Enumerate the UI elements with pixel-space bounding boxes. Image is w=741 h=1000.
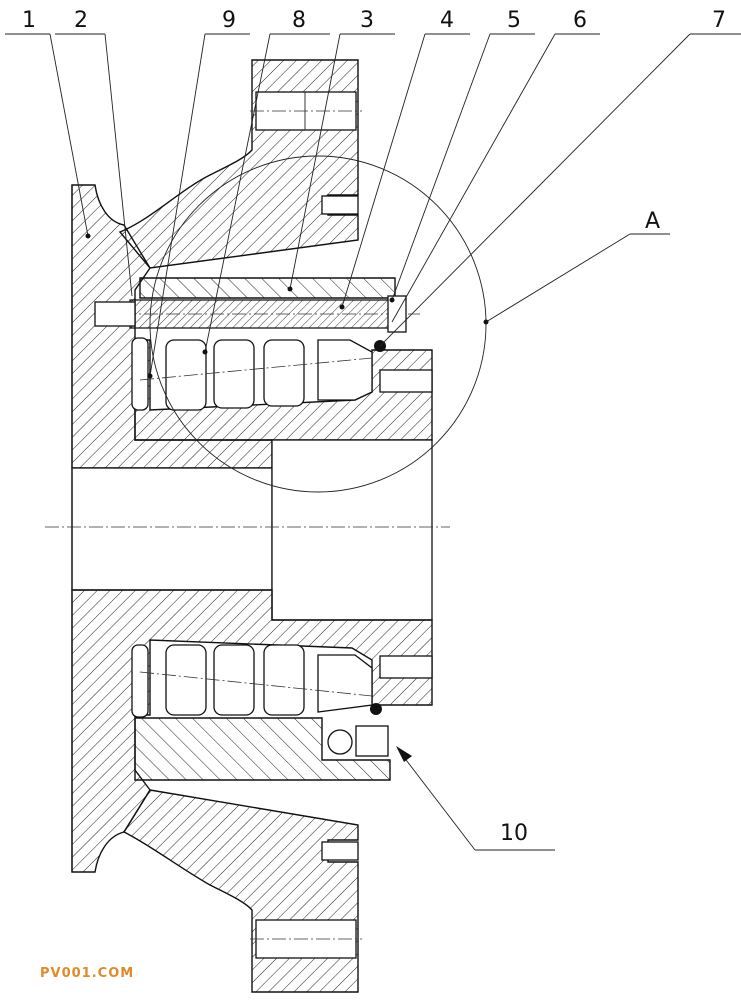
upper-flange	[118, 59, 359, 269]
lower-flange	[123, 789, 359, 993]
watermark-text: PV001.COM	[40, 966, 135, 981]
center-bore-large	[271, 439, 433, 621]
callout-10-arrow	[396, 746, 412, 762]
lower-piston-block	[134, 717, 391, 781]
callout-8: 8	[292, 8, 306, 33]
callout-1: 1	[22, 8, 36, 33]
callout-10: 10	[500, 821, 528, 846]
rod-bore-upper	[94, 301, 136, 327]
callout-3: 3	[360, 8, 374, 33]
seal-ring-lower	[370, 703, 382, 715]
callout-7: 7	[712, 8, 726, 33]
leader-dots	[85, 233, 489, 379]
leader-lines	[5, 33, 741, 851]
center-bore	[71, 467, 273, 591]
callout-4: 4	[440, 8, 454, 33]
callout-a: A	[645, 209, 660, 234]
callout-5: 5	[507, 8, 521, 33]
sleeve-upper	[139, 277, 396, 299]
lower-flange-tapped-hole	[321, 841, 359, 861]
disc-spring-stack-upper	[131, 337, 373, 411]
lower-ball	[327, 729, 353, 755]
disc-spring-stack-lower	[131, 644, 373, 718]
callout-9: 9	[222, 8, 236, 33]
upper-flange-tapped-hole	[321, 195, 359, 215]
callout-2: 2	[74, 8, 88, 33]
lower-plug	[355, 725, 389, 757]
callout-6: 6	[573, 8, 587, 33]
right-bore-upper	[379, 369, 433, 393]
right-bore-lower	[379, 655, 433, 679]
